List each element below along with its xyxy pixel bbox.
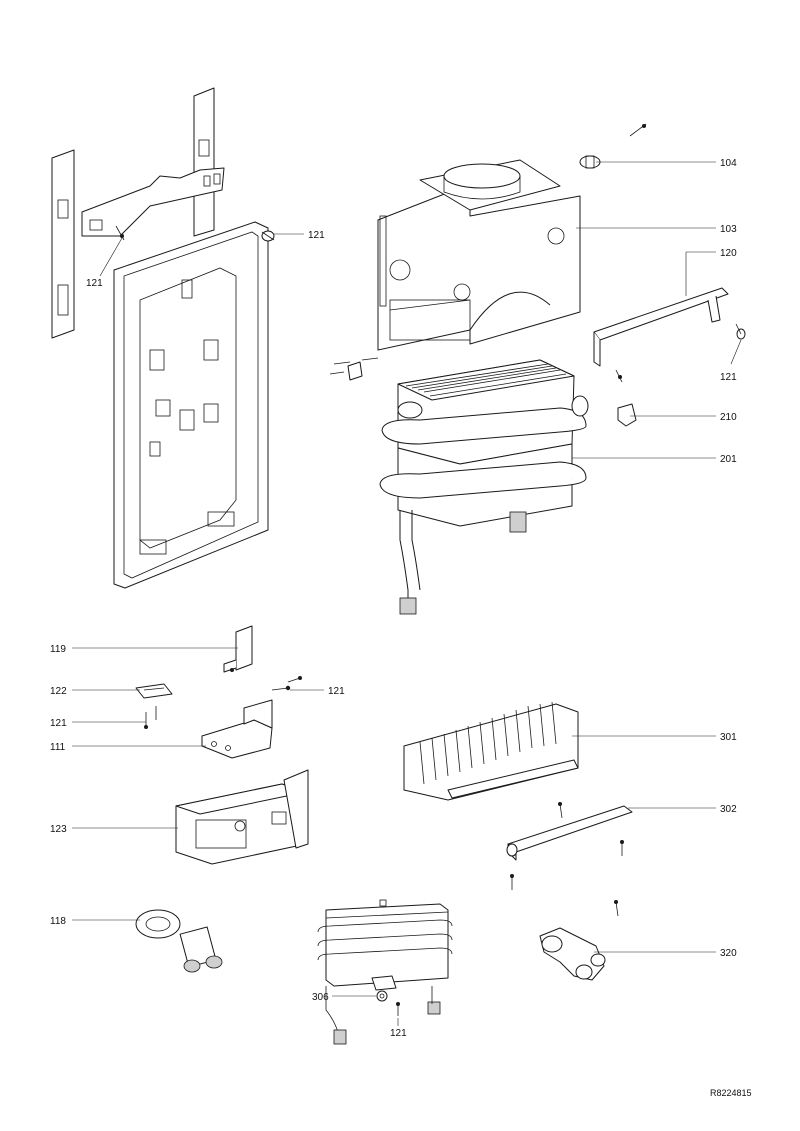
callout-210: 210	[720, 412, 737, 423]
screw-104	[579, 123, 647, 169]
manifold-bar-302	[506, 805, 633, 861]
screws-302	[510, 802, 624, 917]
callout-121-left: 121	[86, 278, 103, 289]
callout-122: 122	[50, 686, 67, 697]
burner-301	[403, 701, 579, 801]
front-support-bar	[593, 287, 729, 367]
mounting-bracket-plate	[81, 167, 225, 237]
valve-assembly-118	[135, 909, 223, 973]
callout-104: 104	[720, 158, 737, 169]
bracket-111	[201, 699, 273, 759]
callout-121-right: 121	[720, 372, 737, 383]
callout-121-bottom: 121	[390, 1028, 407, 1039]
back-frame-panel	[113, 221, 269, 589]
clip-210	[617, 403, 637, 427]
screw-121-bracket-left	[115, 225, 125, 241]
callout-121-mid-right: 121	[328, 686, 345, 697]
callout-302: 302	[720, 804, 737, 815]
drawing-reference: R8224815	[710, 1088, 752, 1098]
callout-123: 123	[50, 824, 67, 835]
secondary-heat-exchanger	[317, 899, 453, 1045]
callout-121-mid-left: 121	[50, 718, 67, 729]
callout-labels: 104 103 121 121 120 121 210 201 119 122 …	[50, 158, 752, 1098]
leader-lines	[72, 161, 742, 1026]
callout-118: 118	[50, 916, 66, 927]
screws-121-pair	[144, 676, 302, 729]
callout-301: 301	[720, 732, 737, 743]
screw-121-bottom	[396, 1002, 400, 1016]
washer-306	[376, 990, 388, 1002]
callout-111: 111	[50, 742, 66, 753]
wall-mounting-strip-right	[193, 87, 215, 237]
callout-306: 306	[312, 992, 329, 1003]
callout-119: 119	[50, 644, 66, 655]
callout-120: 120	[720, 248, 737, 259]
callout-121-top: 121	[308, 230, 325, 241]
heat-exchanger-201	[379, 359, 589, 615]
hood-screw-set	[329, 357, 379, 381]
flue-hood-assembly	[377, 159, 581, 351]
screw-121-right	[735, 323, 746, 340]
callout-201: 201	[720, 454, 737, 465]
screw-121-frame	[261, 230, 275, 242]
callout-103: 103	[720, 224, 737, 235]
clip-122	[135, 683, 173, 699]
gas-valve-320	[539, 927, 606, 981]
screw-under-bar	[615, 369, 623, 383]
callout-320: 320	[720, 948, 737, 959]
bracket-119	[223, 625, 253, 673]
wall-mounting-strip-left	[51, 149, 75, 339]
bracket-123	[175, 769, 309, 865]
